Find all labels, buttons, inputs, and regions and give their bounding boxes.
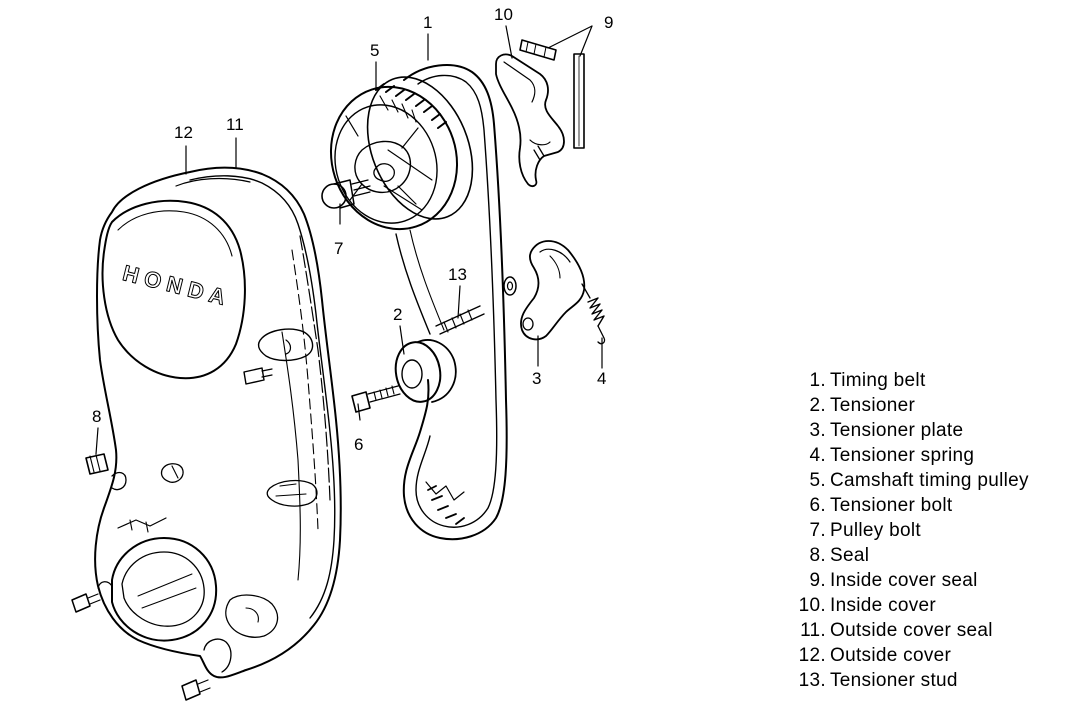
callout-6: 6 <box>354 435 364 454</box>
callout-4: 4 <box>597 369 607 388</box>
legend-number: 1. <box>809 370 826 391</box>
legend-label: Tensioner plate <box>830 420 964 441</box>
legend-item: 3.Tensioner plate <box>786 418 1086 443</box>
callout-5: 5 <box>370 41 380 60</box>
callout-7: 7 <box>334 239 344 258</box>
callout-2: 2 <box>393 305 403 324</box>
legend-item: 1.Timing belt <box>786 368 1086 393</box>
callout-12: 12 <box>174 123 193 142</box>
legend-number: 13. <box>798 670 826 691</box>
legend-label: Outside cover <box>830 645 952 666</box>
legend-label: Timing belt <box>830 370 926 391</box>
callout-8: 8 <box>92 407 102 426</box>
tensioner-plate <box>521 241 584 339</box>
callout-11: 11 <box>226 115 244 134</box>
legend-item: 13.Tensioner stud <box>786 668 1086 693</box>
legend-label: Tensioner spring <box>830 445 975 466</box>
leader-lines <box>96 26 602 454</box>
callout-1: 1 <box>423 13 433 32</box>
legend-number: 12. <box>798 645 826 666</box>
legend-number: 10. <box>798 595 826 616</box>
legend-item: 4.Tensioner spring <box>786 443 1086 468</box>
legend-item: 12.Outside cover <box>786 643 1086 668</box>
legend-label: Pulley bolt <box>830 520 921 541</box>
legend-number: 11. <box>800 620 826 641</box>
legend-item: 11.Outside cover seal <box>786 618 1086 643</box>
legend-item: 7.Pulley bolt <box>786 518 1086 543</box>
legend-label: Tensioner bolt <box>830 495 953 516</box>
callout-3: 3 <box>532 369 542 388</box>
cover-logo: HONDA <box>120 260 233 311</box>
legend-label: Tensioner <box>830 395 916 416</box>
cover-bolt-left <box>72 594 100 612</box>
cover-bolt-bottom <box>182 680 210 700</box>
legend-label: Camshaft timing pulley <box>830 470 1029 491</box>
legend-label: Outside cover seal <box>830 620 993 641</box>
legend-number: 2. <box>809 395 826 416</box>
legend-item: 6.Tensioner bolt <box>786 493 1086 518</box>
legend-number: 5. <box>809 470 826 491</box>
callout-13: 13 <box>448 265 467 284</box>
legend-number: 9. <box>809 570 826 591</box>
parts-legend: 1.Timing belt 2.Tensioner 3.Tensioner pl… <box>786 368 1086 693</box>
callout-9: 9 <box>604 13 614 32</box>
legend-label: Inside cover seal <box>830 570 978 591</box>
timing-belt <box>396 65 507 539</box>
callout-10: 10 <box>494 5 513 24</box>
legend-number: 4. <box>809 445 826 466</box>
legend-item: 8.Seal <box>786 543 1086 568</box>
legend-label: Seal <box>830 545 870 566</box>
pulley-bolt <box>322 180 370 208</box>
legend-number: 7. <box>809 520 826 541</box>
seal-8 <box>86 454 108 474</box>
legend-item: 10.Inside cover <box>786 593 1086 618</box>
outside-cover: HONDA <box>95 168 341 678</box>
legend-item: 5.Camshaft timing pulley <box>786 468 1086 493</box>
legend-label: Inside cover <box>830 595 937 616</box>
legend-number: 8. <box>809 545 826 566</box>
legend-number: 3. <box>809 420 826 441</box>
legend-item: 9.Inside cover seal <box>786 568 1086 593</box>
camshaft-timing-pulley <box>313 61 492 245</box>
legend-item: 2.Tensioner <box>786 393 1086 418</box>
cover-bolt-upper <box>244 368 272 384</box>
tensioner-spring <box>582 284 605 344</box>
inside-cover-seal <box>520 40 584 148</box>
legend-label: Tensioner stud <box>830 670 958 691</box>
inside-cover <box>496 54 564 186</box>
tensioner-bolt <box>352 386 400 412</box>
tensioner <box>391 339 456 406</box>
legend-number: 6. <box>809 495 826 516</box>
